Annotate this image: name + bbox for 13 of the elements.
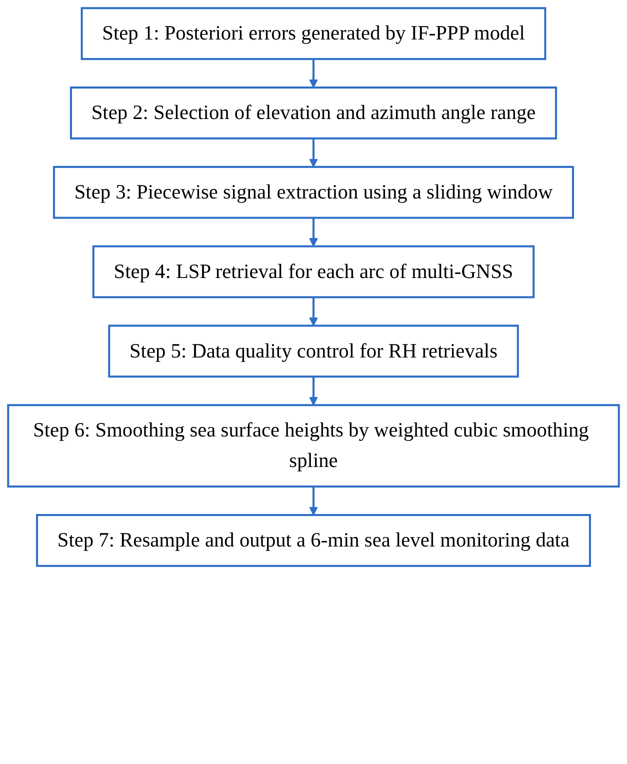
node-box: Step 3: Piecewise signal extraction using a sliding window bbox=[52, 166, 574, 219]
node-box: Step 7: Resample and output a 6-min sea level monitoring data bbox=[36, 514, 591, 567]
arrow bbox=[309, 376, 318, 406]
arrow bbox=[309, 486, 318, 516]
arrow bbox=[309, 59, 318, 88]
arrow bbox=[309, 138, 318, 168]
arrow bbox=[309, 218, 318, 247]
node-box: Step 5: Data quality control for RH retrievals bbox=[108, 324, 519, 378]
arrow bbox=[309, 297, 318, 326]
node-box: Step 2: Selection of elevation and azimuth angle range bbox=[70, 86, 558, 140]
node-box: Step 4: LSP retrieval for each arc of multi-GNSS bbox=[92, 245, 535, 298]
node-box: Step 6: Smoothing sea surface heights by weighted cubic smoothing spline bbox=[7, 404, 620, 488]
node-box: Step 1: Posteriori errors generated by IF-PPP model bbox=[80, 7, 546, 60]
